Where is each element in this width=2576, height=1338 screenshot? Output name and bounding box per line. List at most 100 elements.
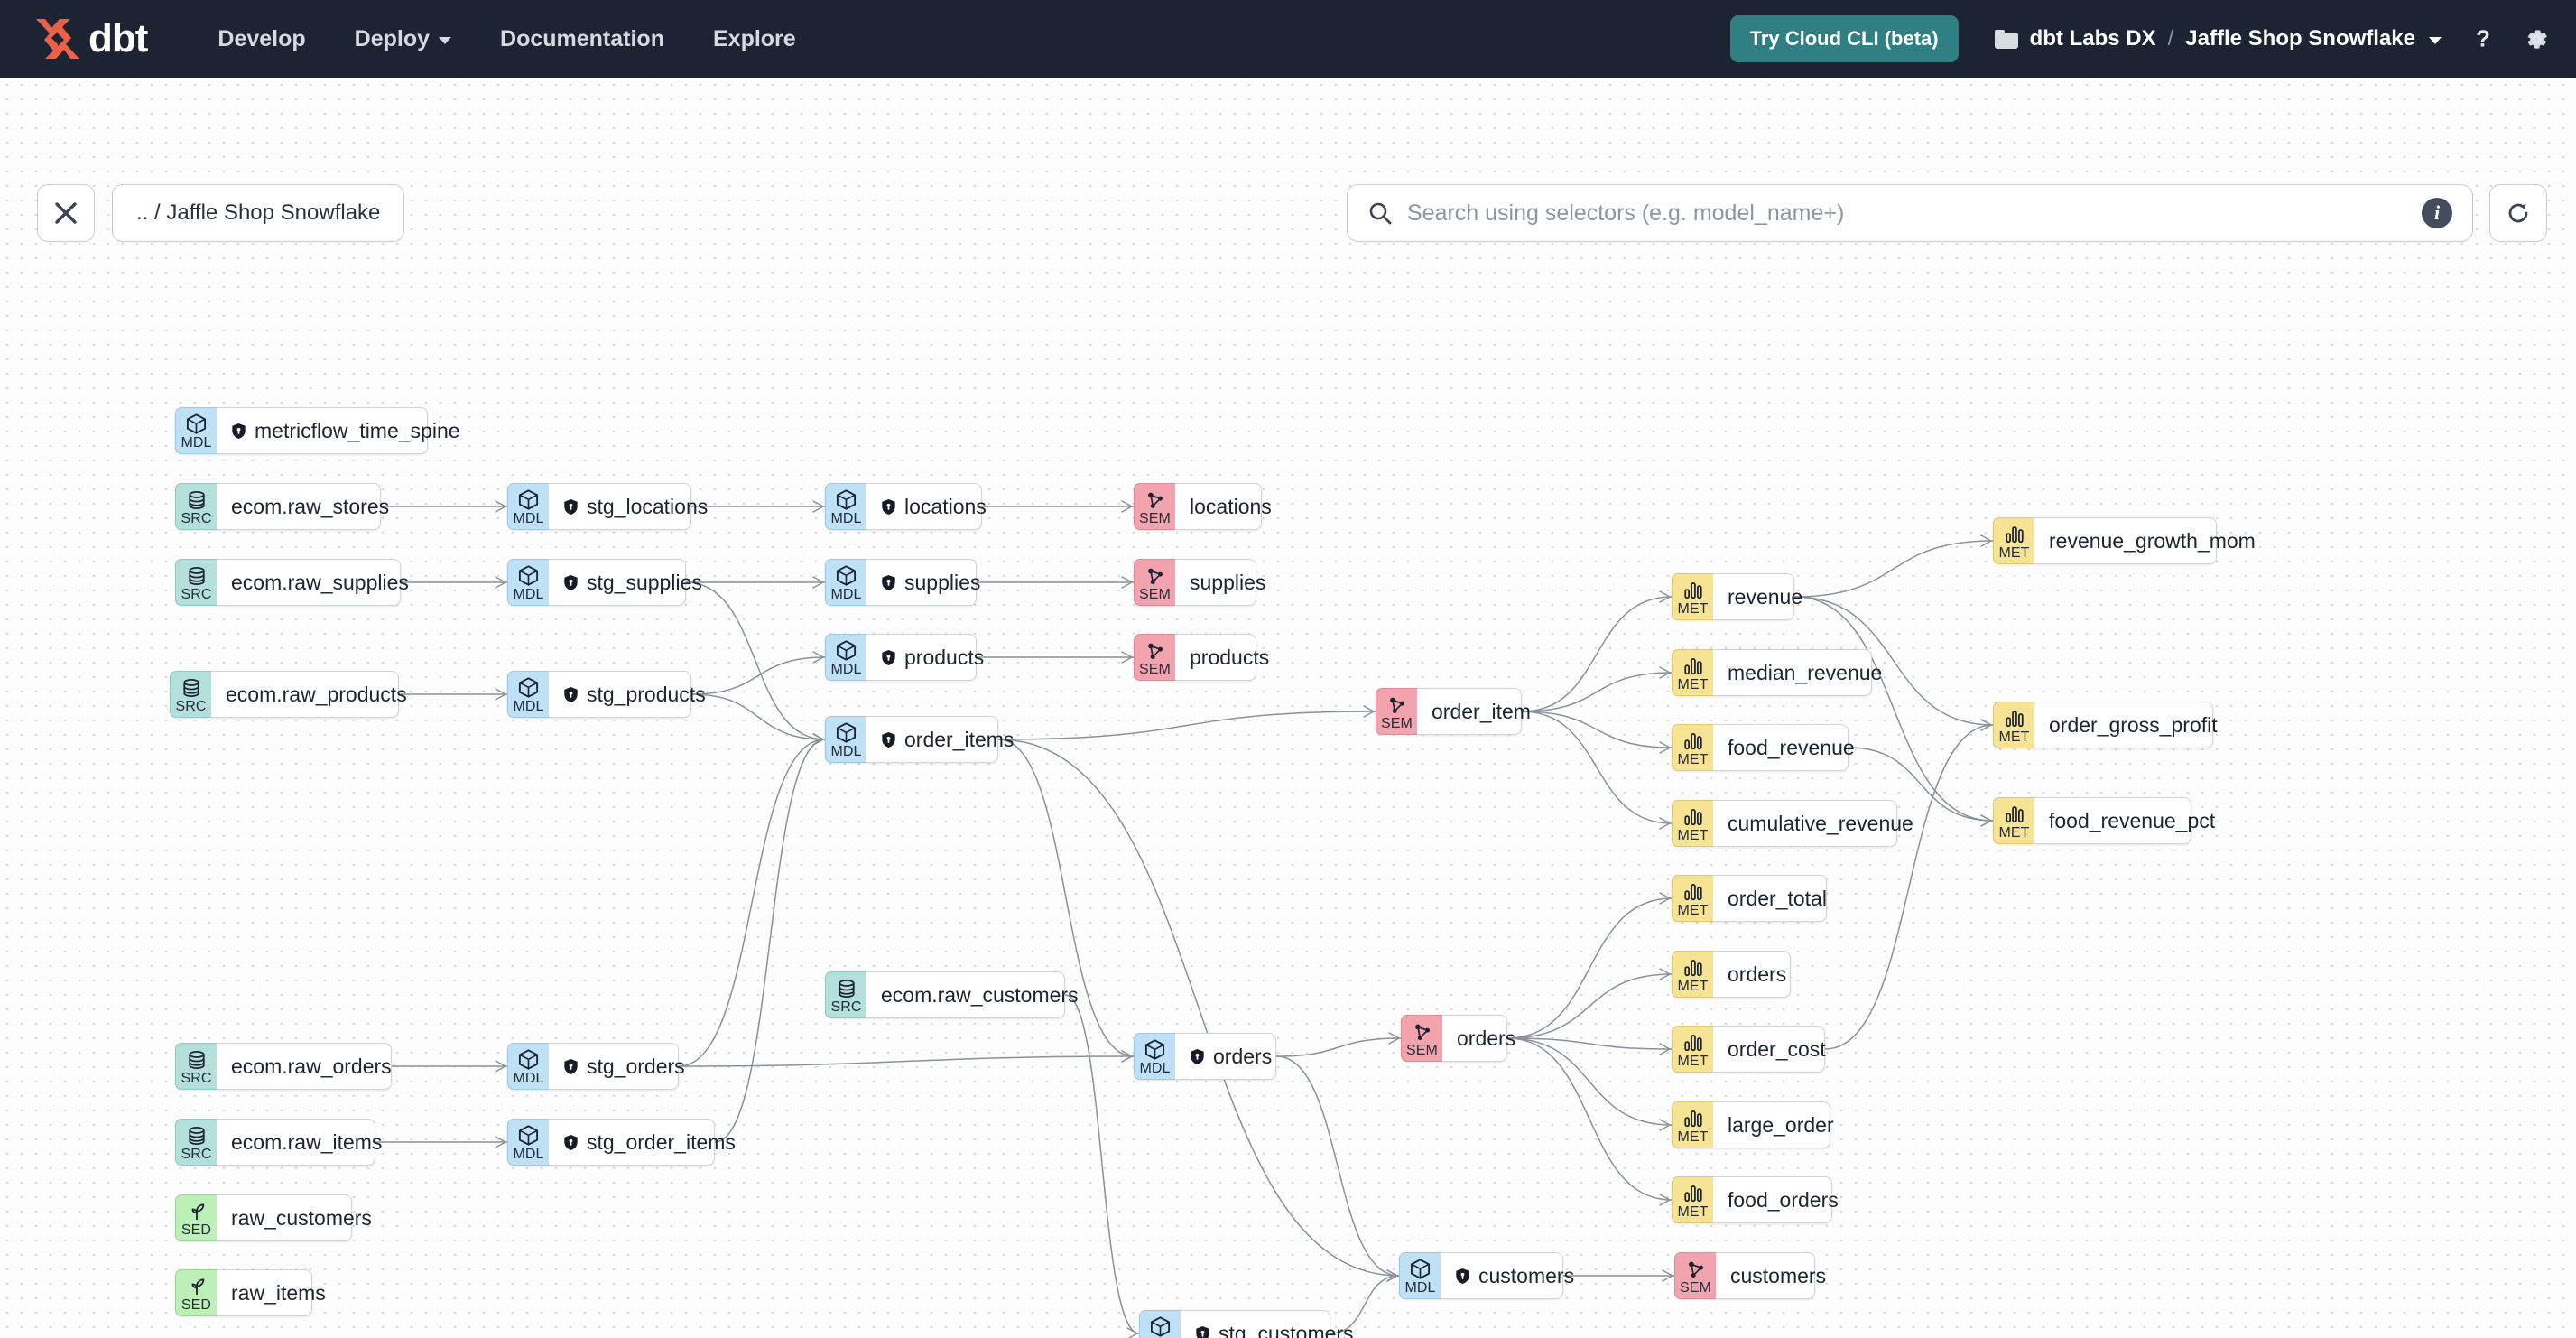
graph-breadcrumb-label: .. / Jaffle Shop Snowflake xyxy=(136,200,381,225)
nav-link-develop[interactable]: Develop xyxy=(218,26,305,52)
node-body: food_revenue_pct xyxy=(2034,797,2215,844)
node-type-badge-met: MET xyxy=(1672,649,1713,696)
nav-link-explore[interactable]: Explore xyxy=(713,26,796,52)
project-chevron-down-icon[interactable] xyxy=(2429,37,2442,44)
selector-search-box[interactable]: i xyxy=(1347,184,2473,242)
node-body: stg_supplies xyxy=(549,559,702,606)
cube-icon xyxy=(517,676,541,699)
node-body: ecom.raw_products xyxy=(211,671,407,718)
node-body: products xyxy=(1175,634,1269,681)
nav-link-deploy[interactable]: Deploy xyxy=(355,26,452,52)
account-name[interactable]: dbt Labs DX xyxy=(2029,26,2156,51)
graph-breadcrumb-chip[interactable]: .. / Jaffle Shop Snowflake xyxy=(112,184,405,242)
shield-lock-icon xyxy=(563,1058,579,1075)
refresh-icon[interactable] xyxy=(2489,184,2547,242)
node-label: cumulative_revenue xyxy=(1728,811,1913,835)
dbt-logo[interactable]: dbt xyxy=(32,15,148,62)
node-label: order_item xyxy=(1432,699,1531,723)
lineage-edge-arrowhead xyxy=(1659,1194,1671,1206)
lineage-edge xyxy=(1824,724,1994,1050)
lineage-edge-arrowhead xyxy=(1659,590,1671,603)
node-label: orders xyxy=(1457,1026,1516,1050)
graph-node-src_raw_orders[interactable]: SRC ecom.raw_orders xyxy=(175,1043,392,1090)
node-body: median_revenue xyxy=(1713,649,1882,696)
node-type-badge-mdl: MDL xyxy=(1134,1033,1175,1080)
lineage-edge-arrowhead xyxy=(1121,1050,1133,1063)
nav-link-explore-label: Explore xyxy=(712,25,796,51)
lineage-edge xyxy=(714,739,826,1143)
lineage-edge-arrowhead xyxy=(1980,534,1992,547)
lineage-edge-arrowhead xyxy=(1659,741,1671,754)
project-name[interactable]: Jaffle Shop Snowflake xyxy=(2185,26,2415,51)
cube-icon xyxy=(835,564,858,587)
close-icon[interactable] xyxy=(37,184,95,242)
help-icon[interactable]: ? xyxy=(2472,26,2494,51)
node-type-badge-src: SRC xyxy=(175,1043,217,1090)
lineage-edge xyxy=(1848,747,1994,822)
node-label: ecom.raw_orders xyxy=(231,1054,392,1078)
node-type-badge-sed: SED xyxy=(175,1194,217,1241)
shield-lock-icon xyxy=(563,686,579,703)
lineage-edge-arrowhead xyxy=(1386,1269,1398,1282)
lineage-edge-arrowhead xyxy=(495,1136,506,1148)
lineage-edge xyxy=(1793,596,1994,726)
try-cloud-cli-button[interactable]: Try Cloud CLI (beta) xyxy=(1729,15,1959,62)
search-input[interactable] xyxy=(1407,200,2422,227)
lineage-edge-arrowhead xyxy=(1980,814,1992,827)
node-body: orders xyxy=(1713,951,1791,998)
network-icon xyxy=(1385,693,1409,716)
info-icon[interactable]: i xyxy=(2422,198,2452,228)
node-body: stg_customers xyxy=(1181,1310,1354,1338)
node-type-badge-mdl: MDL xyxy=(507,1119,549,1166)
nav-link-documentation[interactable]: Documentation xyxy=(500,26,664,52)
node-type-badge-src: SRC xyxy=(170,671,211,718)
sprout-icon xyxy=(185,1200,208,1222)
gear-icon[interactable] xyxy=(2525,27,2549,51)
node-body: customers xyxy=(1716,1252,1826,1299)
node-type-code: MET xyxy=(1677,1129,1709,1145)
node-body: order_total xyxy=(1713,875,1827,922)
bar-chart-icon xyxy=(1682,880,1705,903)
node-type-badge-met: MET xyxy=(1672,951,1713,998)
